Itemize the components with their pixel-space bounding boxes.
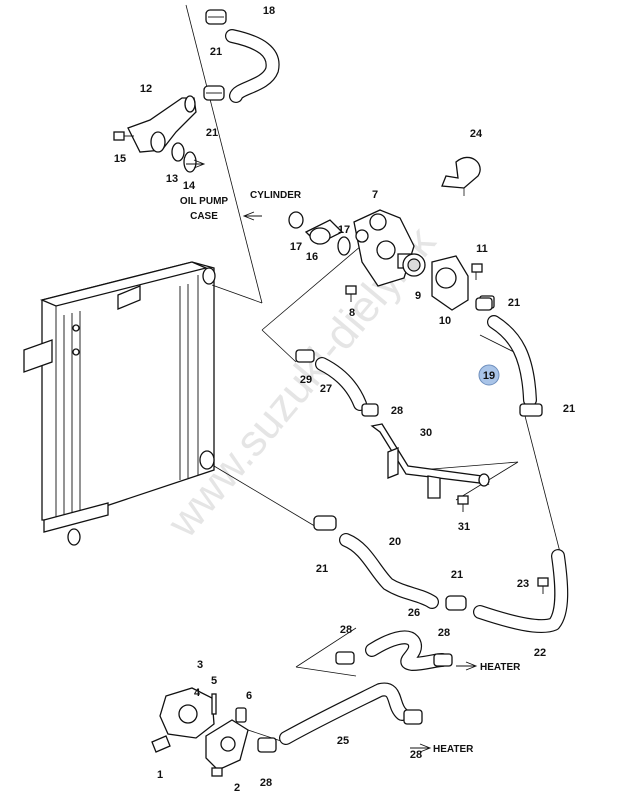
callout-20: 20	[389, 536, 401, 548]
callout-28d: 28	[410, 749, 422, 761]
label-case: CASE	[190, 211, 218, 222]
hose-25	[279, 682, 409, 745]
callout-4: 4	[194, 687, 201, 699]
callout-17a: 17	[290, 241, 302, 253]
callout-1: 1	[157, 769, 163, 781]
callout-13: 13	[166, 173, 178, 185]
label-cylinder: CYLINDER	[250, 190, 302, 201]
hose-22	[473, 549, 569, 634]
outlet-12	[127, 95, 197, 153]
callout-17b: 17	[338, 224, 350, 236]
highlight-19	[478, 364, 500, 386]
callout-19: 19	[483, 370, 495, 382]
pipe-16	[304, 219, 344, 245]
leader-lines	[185, 4, 563, 753]
callout-7: 7	[372, 189, 378, 201]
callouts: 1 2 3 4 5 6 7 8 9 10 11 12 13 14 15 16 1…	[114, 5, 575, 794]
callout-8: 8	[349, 307, 355, 319]
callout-12: 12	[140, 83, 152, 95]
callout-23: 23	[517, 578, 529, 590]
callout-21c: 21	[508, 297, 520, 309]
callout-18: 18	[263, 5, 275, 17]
label-heater-upper: HEATER	[480, 662, 521, 673]
callout-2: 2	[234, 782, 240, 794]
callout-28b: 28	[340, 624, 352, 636]
callout-15: 15	[114, 153, 126, 165]
o-ring-13	[171, 142, 185, 162]
callout-21b: 21	[206, 127, 218, 139]
hose-27	[315, 357, 367, 411]
o-ring-14	[183, 151, 197, 173]
hose-19	[487, 315, 537, 407]
callout-24: 24	[470, 128, 483, 140]
callout-14: 14	[183, 180, 196, 192]
water-inlet-housing	[151, 687, 249, 777]
label-heater-lower: HEATER	[433, 744, 474, 755]
hose-20	[339, 533, 439, 609]
callout-21f: 21	[451, 569, 463, 581]
callout-3: 3	[197, 659, 203, 671]
callout-16: 16	[306, 251, 318, 263]
callout-21a: 21	[210, 46, 222, 58]
callout-6: 6	[246, 690, 252, 702]
text-labels: OIL PUMP CASE CYLINDER HEATER HEATER	[180, 190, 521, 755]
hose-26	[365, 630, 449, 671]
bolts	[345, 263, 549, 594]
callout-5: 5	[211, 675, 217, 687]
thermostat-cap-10	[431, 255, 495, 311]
o-ring-17a	[288, 211, 304, 229]
radiator	[23, 261, 216, 546]
callout-28a: 28	[391, 405, 403, 417]
callout-28c: 28	[438, 627, 450, 639]
callout-25: 25	[337, 735, 349, 747]
thermostat-9	[402, 253, 426, 277]
hose-clamps	[203, 9, 543, 753]
callout-27: 27	[320, 383, 332, 395]
callout-26: 26	[408, 607, 420, 619]
callout-22: 22	[534, 647, 546, 659]
callout-29: 29	[300, 374, 312, 386]
callout-31: 31	[458, 521, 470, 533]
callout-11: 11	[476, 243, 488, 255]
bolt-15	[113, 131, 134, 141]
arrows	[186, 159, 478, 753]
pipe-30	[370, 423, 490, 499]
clamp-24	[441, 156, 481, 189]
callout-10: 10	[439, 315, 451, 327]
callout-21e: 21	[316, 563, 328, 575]
callout-30: 30	[420, 427, 432, 439]
callout-21d: 21	[563, 403, 575, 415]
callout-9: 9	[415, 290, 421, 302]
label-oil-pump: OIL PUMP	[180, 196, 228, 207]
o-ring-17b	[337, 236, 351, 256]
callout-28e: 28	[260, 777, 272, 789]
hose-18	[225, 29, 280, 103]
